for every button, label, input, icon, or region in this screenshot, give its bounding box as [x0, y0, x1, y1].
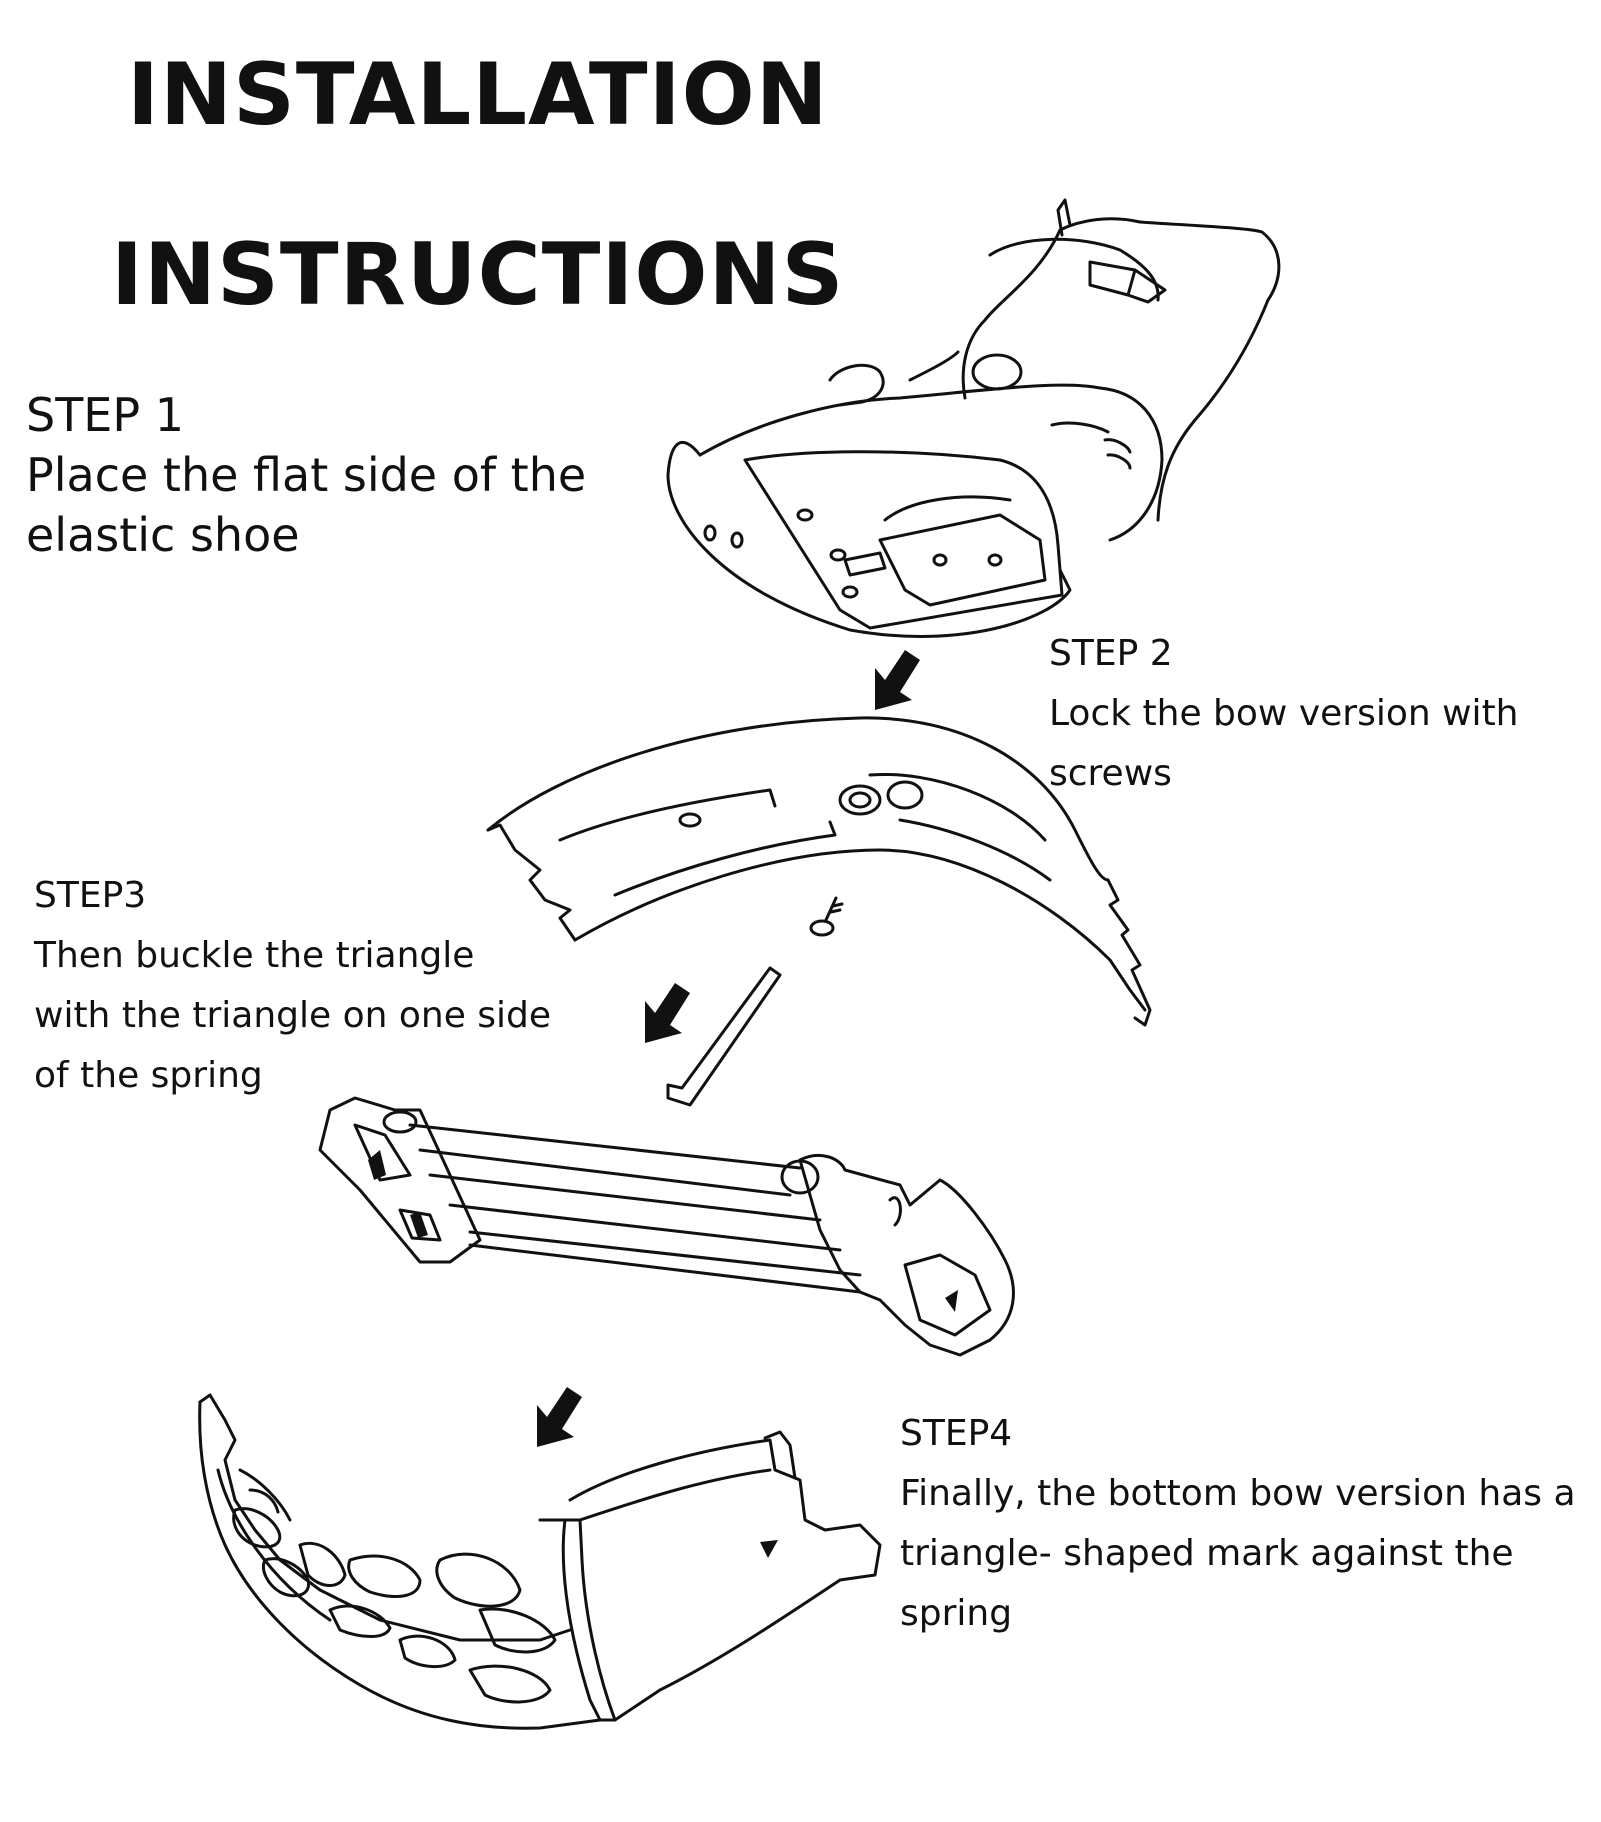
- arrow-down-left-icon: [645, 983, 690, 1043]
- step-3-text-line: with the triangle on one side: [34, 995, 552, 1036]
- page-title-line-2: INSTRUCTIONS: [111, 225, 845, 325]
- step-1-heading: STEP 1: [26, 388, 184, 442]
- arrow-down-left-icon: [875, 650, 920, 710]
- shoe-illustration: [666, 198, 1281, 638]
- step-3-block: STEP3 Then buckle the triangle with the …: [34, 866, 551, 1106]
- step-2-block: STEP 2 Lock the bow version with screws: [1049, 624, 1519, 804]
- step-4-text-line: triangle- shaped mark against the: [900, 1533, 1514, 1574]
- screw-icon: [809, 896, 844, 937]
- step-3-text-line: Then buckle the triangle: [34, 935, 475, 976]
- bow-plate-illustration: [486, 716, 1152, 1027]
- step-4-text-line: spring: [900, 1593, 1013, 1634]
- step-3-text-line: of the spring: [34, 1055, 263, 1096]
- step-4-heading: STEP4: [900, 1413, 1013, 1454]
- step-4-block: STEP4 Finally, the bottom bow version ha…: [900, 1404, 1576, 1644]
- step-2-text-line: screws: [1049, 753, 1172, 794]
- step-1-block: STEP 1 Place the flat side of the elasti…: [26, 385, 586, 565]
- hex-key-icon: [666, 966, 782, 1107]
- arrow-down-left-icon: [537, 1387, 582, 1447]
- bottom-bow-illustration: [198, 1393, 882, 1730]
- step-1-text-line: Place the flat side of the: [26, 448, 587, 502]
- step-3-heading: STEP3: [34, 875, 147, 916]
- spring-assembly-illustration: [318, 1096, 1015, 1357]
- step-1-text-line: elastic shoe: [26, 508, 300, 562]
- step-2-heading: STEP 2: [1049, 633, 1173, 674]
- step-4-text-line: Finally, the bottom bow version has a: [900, 1473, 1576, 1514]
- page-title-line-1: INSTALLATION: [127, 45, 829, 145]
- step-2-text-line: Lock the bow version with: [1049, 693, 1519, 734]
